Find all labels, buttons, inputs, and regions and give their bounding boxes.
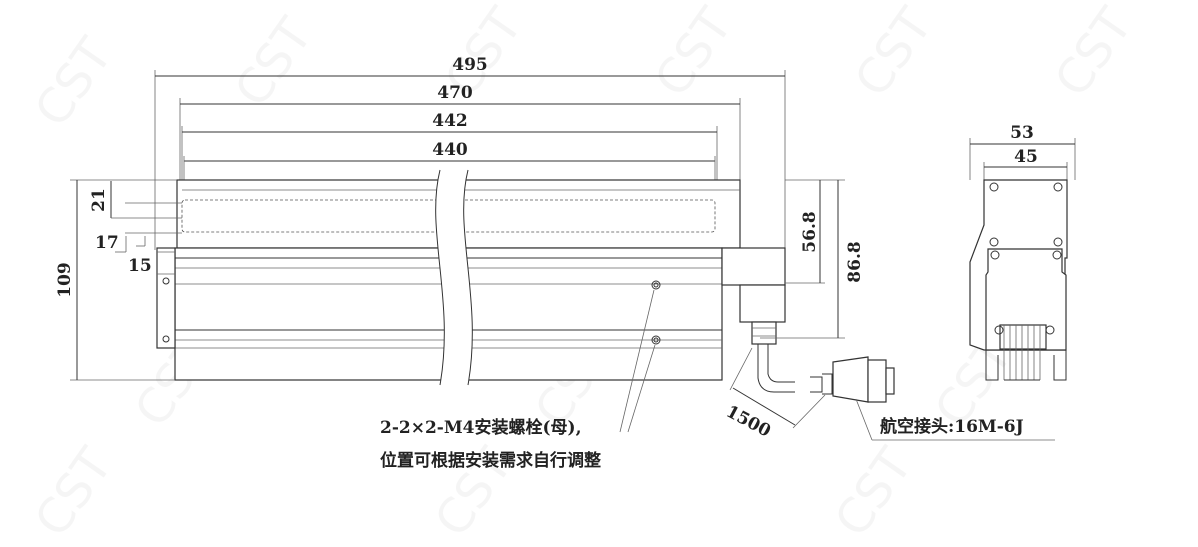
svg-text:495: 495 bbox=[452, 55, 488, 75]
svg-text:位置可根据安装需求自行调整: 位置可根据安装需求自行调整 bbox=[380, 450, 601, 471]
light-bar-side-view: 53 45 bbox=[969, 123, 1076, 381]
svg-text:CST: CST bbox=[24, 438, 124, 547]
svg-text:56.8: 56.8 bbox=[800, 211, 820, 252]
dimension-440: 440 bbox=[183, 140, 716, 200]
svg-text:CST: CST bbox=[844, 0, 944, 107]
svg-text:45: 45 bbox=[1014, 147, 1038, 167]
aviation-connector bbox=[810, 356, 895, 403]
svg-text:440: 440 bbox=[432, 140, 468, 160]
svg-text:109: 109 bbox=[55, 262, 75, 298]
dimension-21: 21 bbox=[89, 181, 182, 219]
svg-text:航空接头:16M-6J: 航空接头:16M-6J bbox=[880, 416, 1024, 437]
svg-text:86.8: 86.8 bbox=[845, 241, 865, 282]
light-bar-front-view bbox=[156, 169, 795, 393]
dimension-470: 470 bbox=[179, 83, 741, 180]
svg-text:470: 470 bbox=[437, 83, 473, 103]
dimension-1500: 1500 bbox=[723, 347, 826, 442]
dimension-17-15: 17 15 bbox=[95, 232, 182, 276]
svg-text:CST: CST bbox=[1044, 0, 1144, 107]
dimension-109: 109 bbox=[55, 179, 177, 381]
dimension-495: 495 bbox=[154, 55, 786, 250]
dimension-56-8: 56.8 bbox=[785, 179, 825, 284]
svg-text:17: 17 bbox=[95, 233, 119, 253]
svg-text:15: 15 bbox=[128, 256, 152, 276]
svg-text:2-2×2-M4安装螺栓(母),: 2-2×2-M4安装螺栓(母), bbox=[380, 417, 582, 438]
connector-label: 航空接头:16M-6J bbox=[855, 398, 1055, 441]
svg-text:21: 21 bbox=[89, 188, 109, 212]
svg-text:CST: CST bbox=[224, 8, 324, 117]
svg-text:442: 442 bbox=[432, 111, 468, 131]
svg-text:CST: CST bbox=[824, 438, 924, 547]
mount-bolt-note: 2-2×2-M4安装螺栓(母), 位置可根据安装需求自行调整 bbox=[380, 289, 656, 471]
svg-text:53: 53 bbox=[1010, 123, 1034, 143]
svg-text:CST: CST bbox=[24, 28, 124, 137]
svg-text:CST: CST bbox=[644, 0, 744, 107]
dimension-86-8: 86.8 bbox=[760, 179, 865, 339]
